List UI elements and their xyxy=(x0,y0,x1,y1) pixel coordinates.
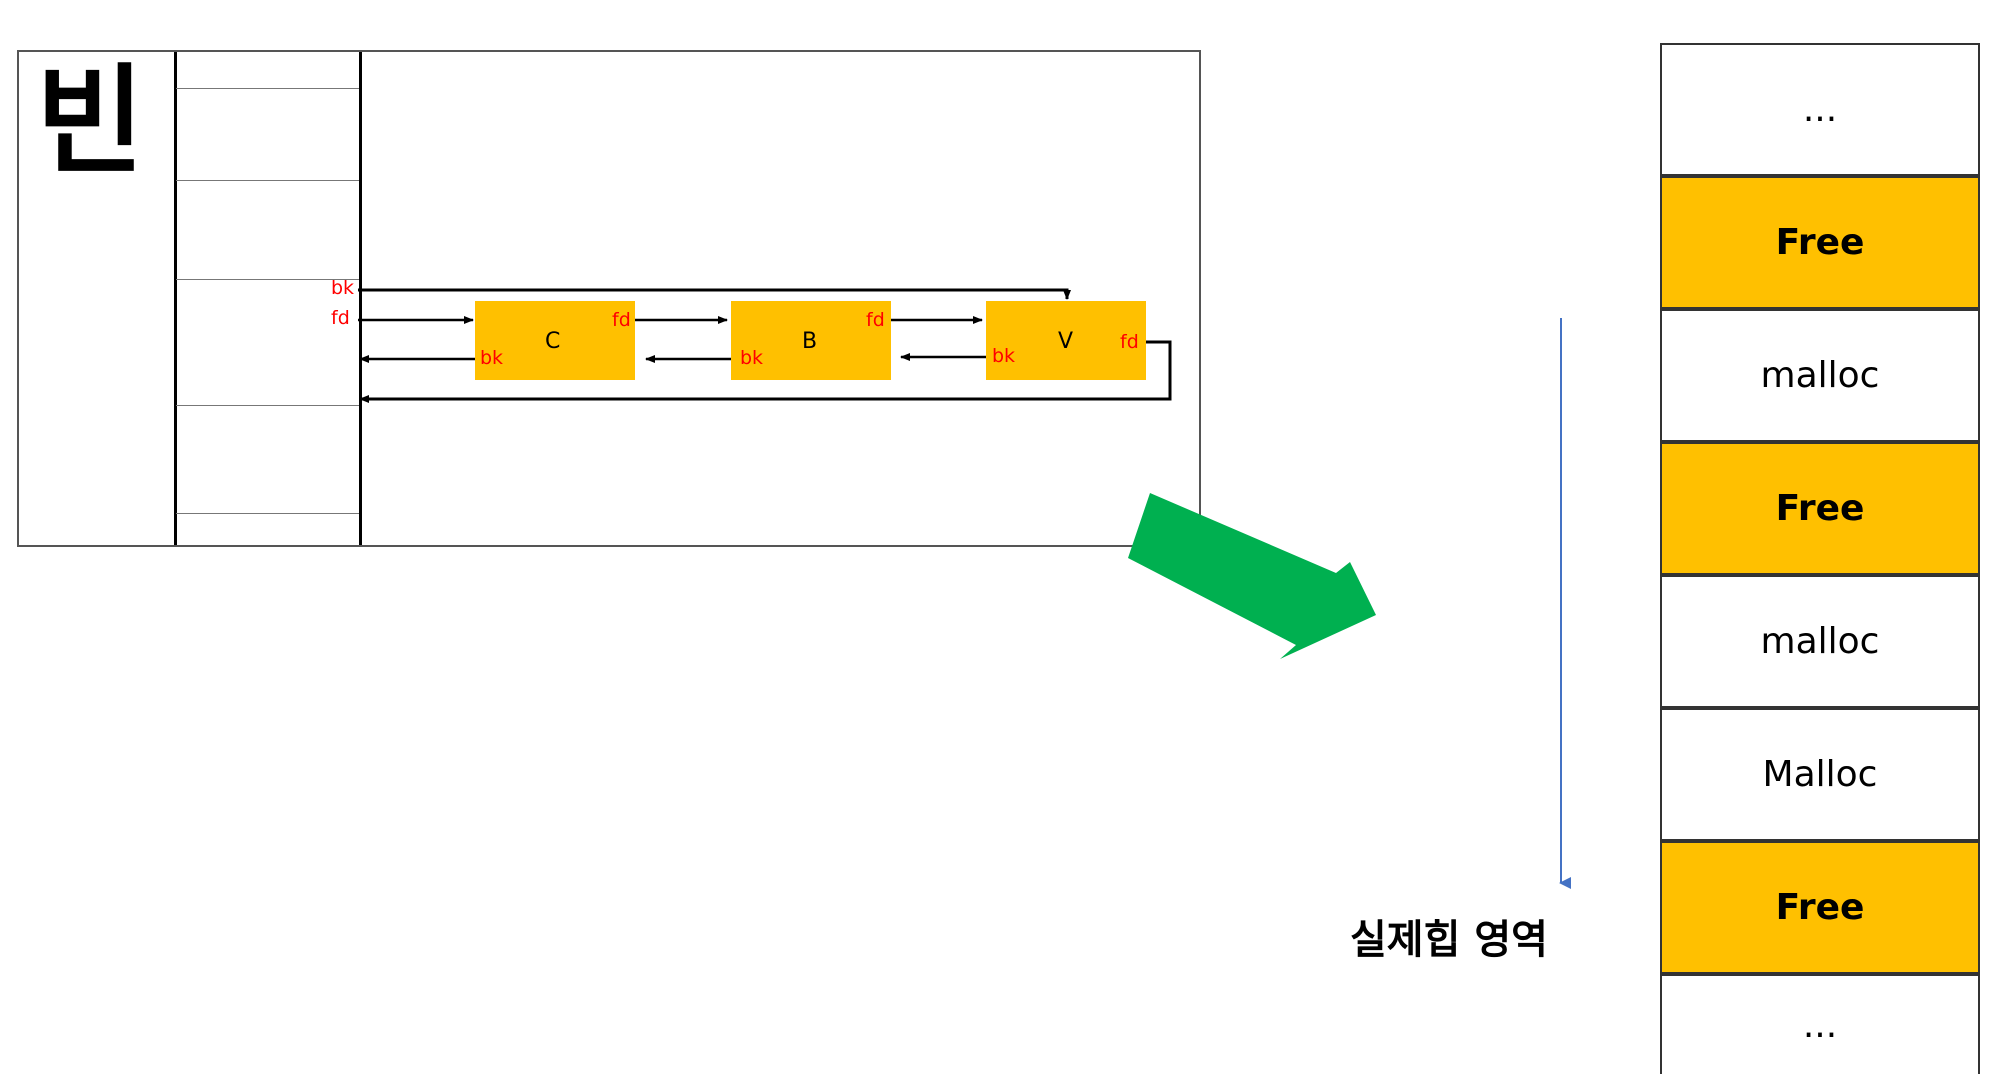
chunk-v-fd-label: fd xyxy=(1120,331,1139,353)
heap-column: ... Free malloc Free malloc Malloc Free … xyxy=(1660,43,1980,1074)
chunk-c-name: C xyxy=(545,329,561,354)
bin-title: 빈 xyxy=(36,52,145,190)
chunk-b-name: B xyxy=(802,329,818,354)
heap-cell-malloc: malloc xyxy=(1660,575,1980,708)
chunk-v xyxy=(986,301,1146,380)
bin-head-fd-label: fd xyxy=(331,307,350,329)
bin-divider-left xyxy=(174,52,177,545)
chunk-b-bk-label: bk xyxy=(740,347,764,369)
heap-cell-free: Free xyxy=(1660,176,1980,309)
bin-slot-line xyxy=(176,88,359,89)
heap-cell-ellipsis-top: ... xyxy=(1660,43,1980,176)
chunk-b-fd-label: fd xyxy=(866,309,885,331)
heap-cell-free: Free xyxy=(1660,841,1980,974)
link-v-fd-to-head xyxy=(359,340,1172,403)
chunk-c-bk-label: bk xyxy=(480,347,504,369)
chunk-v-name: V xyxy=(1058,329,1074,354)
chunk-b xyxy=(731,301,891,380)
heap-region-label: 실제힙 영역 xyxy=(1350,917,1548,963)
bin-slot-line xyxy=(176,513,359,514)
heap-cell-malloc: malloc xyxy=(1660,309,1980,442)
chunk-c xyxy=(475,301,635,380)
chunk-v-bk-label: bk xyxy=(992,345,1016,367)
bin-slot-line xyxy=(176,180,359,181)
bin-divider-right xyxy=(359,52,362,545)
heap-cell-free: Free xyxy=(1660,442,1980,575)
bin-panel xyxy=(17,50,1201,547)
transition-arrow xyxy=(1128,493,1376,659)
heap-cell-malloc: Malloc xyxy=(1660,708,1980,841)
bin-slot-line xyxy=(176,405,359,406)
bin-head-bk-label: bk xyxy=(331,277,355,299)
chunk-c-fd-label: fd xyxy=(612,309,631,331)
link-head-bk-to-v xyxy=(358,288,1071,300)
bin-slot-line xyxy=(176,279,359,280)
heap-cell-ellipsis-bottom: ... xyxy=(1660,974,1980,1074)
